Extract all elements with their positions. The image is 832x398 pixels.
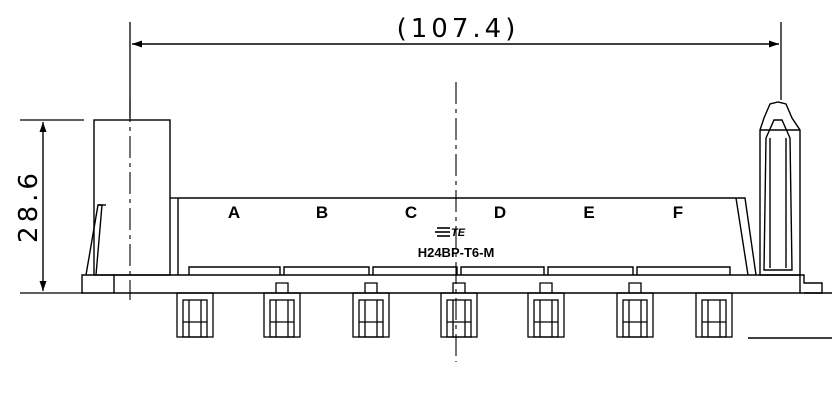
- left-tower: [93, 119, 171, 276]
- position-label-d: D: [494, 203, 506, 222]
- width-dimension-label: (107.4): [397, 14, 520, 44]
- terminal: [440, 282, 478, 338]
- separator-profile: [188, 266, 731, 275]
- terminal: [695, 292, 733, 338]
- position-label-a: A: [228, 203, 240, 222]
- connector-body: [81, 101, 832, 339]
- terminal: [263, 282, 301, 338]
- position-label-f: F: [673, 203, 683, 222]
- position-label-b: B: [316, 203, 328, 222]
- terminal: [527, 282, 565, 338]
- position-label-e: E: [583, 203, 594, 222]
- terminal: [176, 292, 214, 338]
- right-post: [759, 101, 801, 276]
- height-dimension: [20, 119, 84, 294]
- te-logo-icon: TE: [435, 227, 466, 239]
- logo-text: TE: [451, 227, 466, 239]
- terminal: [352, 282, 390, 338]
- base-flange: [81, 274, 823, 294]
- height-dimension-label: 28.6: [14, 169, 44, 243]
- terminal: [616, 282, 654, 338]
- position-label-c: C: [405, 203, 417, 222]
- right-rib: [734, 197, 757, 276]
- terminal-row: [176, 282, 733, 338]
- part-number: H24BP-T6-M: [418, 245, 495, 260]
